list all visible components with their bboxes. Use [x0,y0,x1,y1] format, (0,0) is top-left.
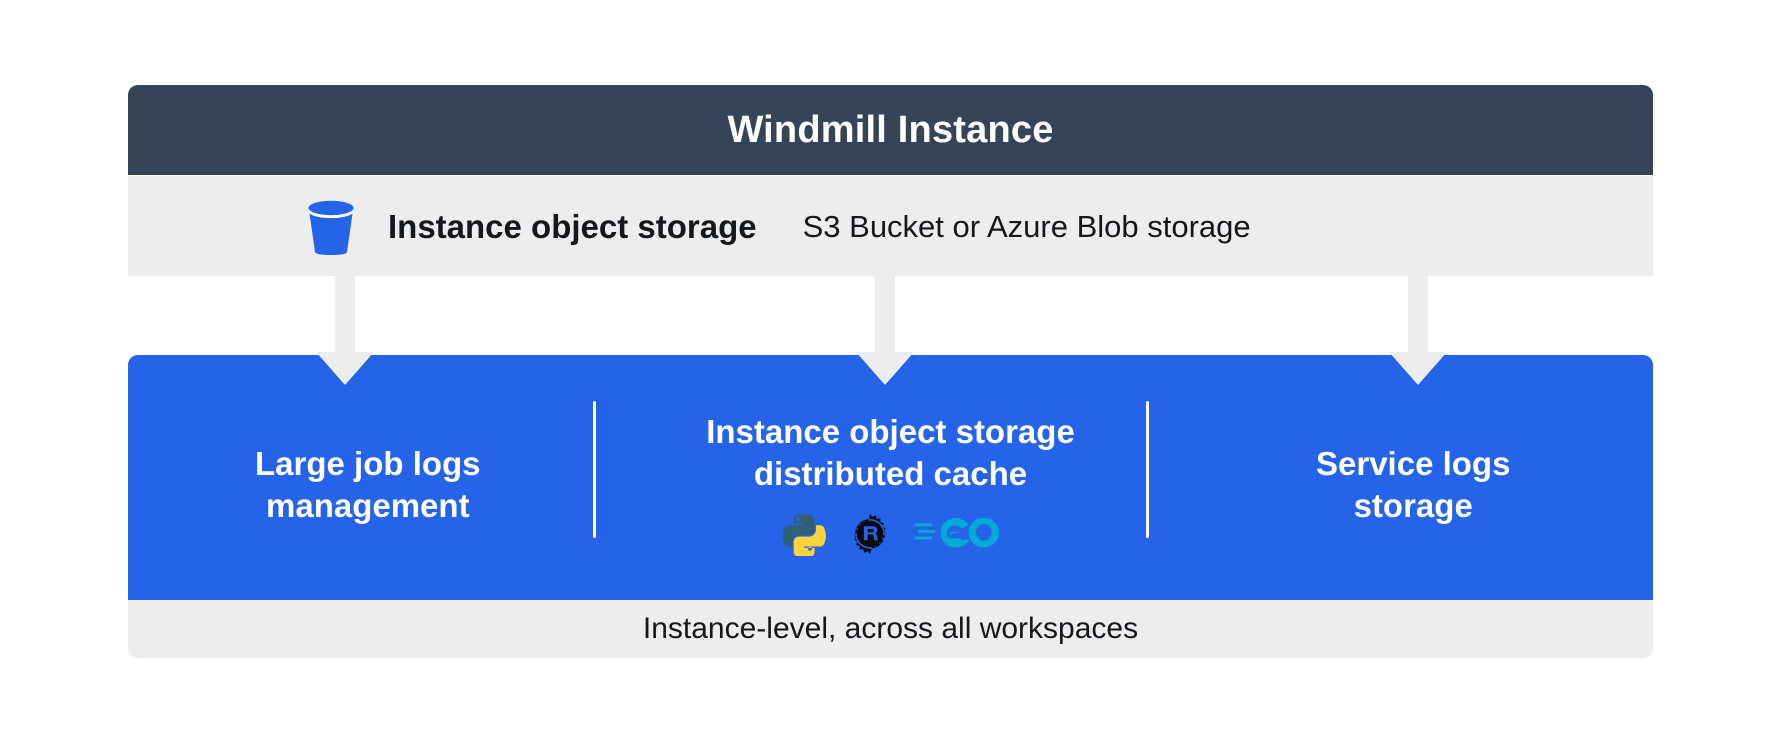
arrow-head [1389,352,1447,385]
arrow-down-icon-distributed-cache [856,276,914,388]
arrow-down-icon-service-logs [1389,276,1447,388]
arrow-stem [875,276,895,352]
feature-column-distributed-cache: Instance object storage distributed cach… [608,355,1174,600]
instance-object-storage-label: Instance object storage [388,207,757,245]
footer-note-text: Instance-level, across all workspaces [642,612,1139,645]
arrow-down-icon-large-job-logs [316,276,374,388]
instance-header-bar: Windmill Instance [128,85,1653,175]
column-divider-1 [593,401,596,538]
tech-icon-row [781,510,1000,558]
rust-icon [848,512,892,556]
instance-object-storage-row: Instance object storage S3 Bucket or Azu… [128,176,1653,276]
feature-title-distributed-cache: Instance object storage distributed cach… [706,412,1075,492]
go-icon [913,514,1000,554]
arrow-stem [1408,276,1428,352]
page-title: Windmill Instance [727,109,1054,151]
feature-title-large-job-logs: Large job logs management [255,444,481,524]
feature-column-large-job-logs: Large job logs management [128,355,608,600]
arrow-stem [335,276,355,352]
feature-column-service-logs: Service logs storage [1173,355,1653,600]
feature-title-service-logs: Service logs storage [1315,444,1511,524]
column-divider-2 [1146,401,1149,538]
footer-note: Instance-level, across all workspaces [128,600,1653,658]
features-panel: Large job logs management Instance objec… [128,355,1653,600]
arrow-head [856,352,914,385]
python-icon [781,512,826,557]
bucket-icon [300,195,362,257]
storage-backend-description: S3 Bucket or Azure Blob storage [802,208,1251,244]
arrow-head [316,352,374,385]
